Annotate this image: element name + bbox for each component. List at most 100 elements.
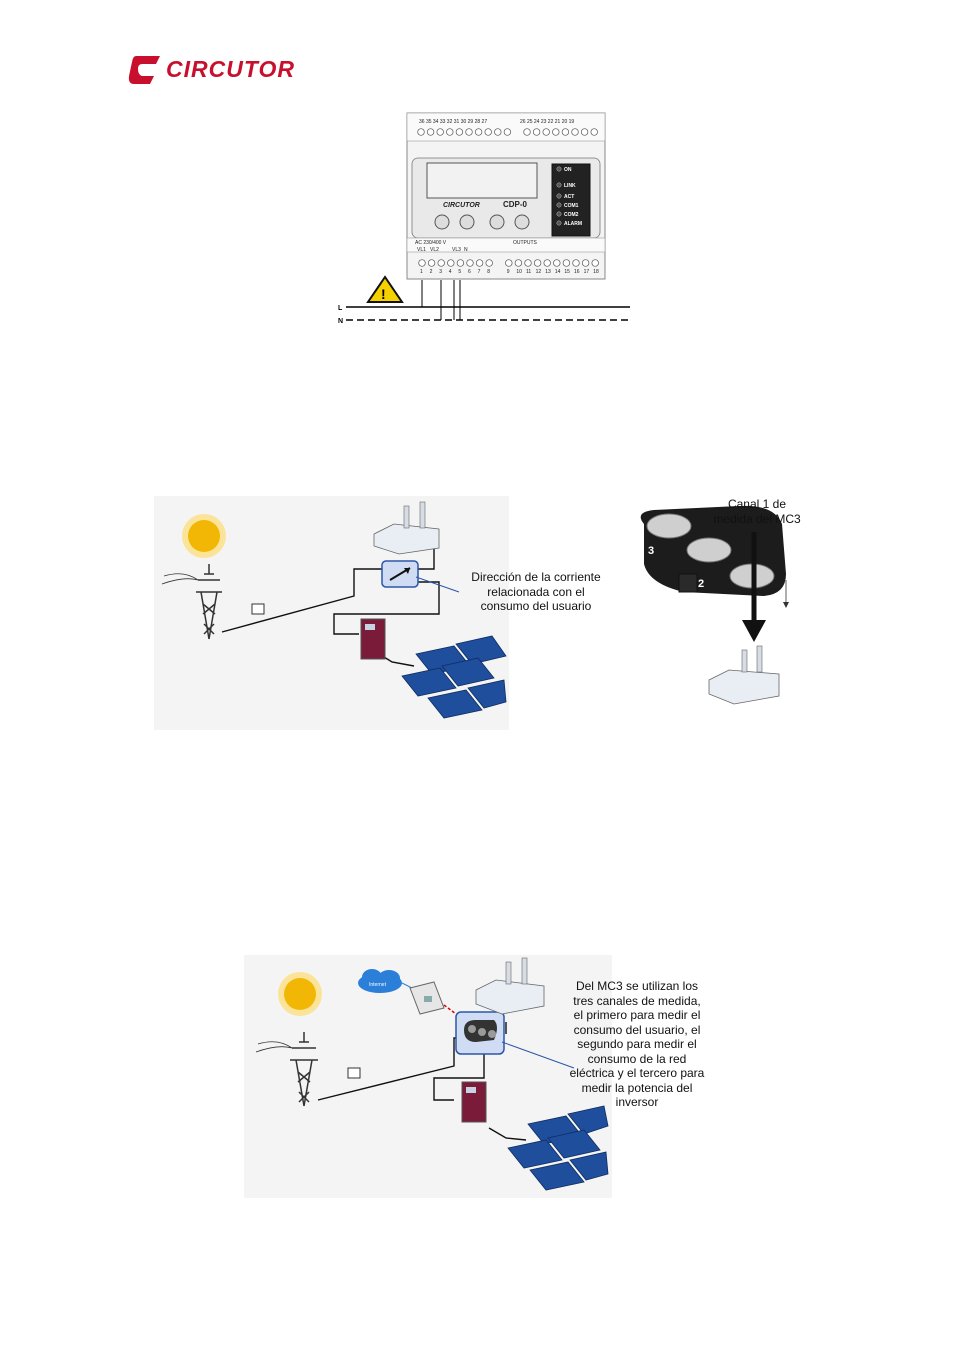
terminal-number: 4 xyxy=(449,269,452,275)
caption-line: Canal 1 de xyxy=(702,497,812,512)
terminal-screw-19 xyxy=(591,129,598,136)
voltage-label: VL2 xyxy=(430,247,439,253)
line-label-l: L xyxy=(338,305,343,312)
terminal-screw-14 xyxy=(554,260,561,267)
terminal-screw-5 xyxy=(457,260,464,267)
annotation-line: Del MC3 se utilizan los xyxy=(562,979,712,994)
annotation-line: relacionada con el xyxy=(446,585,626,600)
terminal-screw-24 xyxy=(543,129,550,136)
supply-label: AC 230/400 V xyxy=(415,240,447,246)
led-alarm xyxy=(557,221,561,225)
annotation-line: consumo del usuario xyxy=(446,599,626,614)
terminal-screw-23 xyxy=(553,129,560,136)
device-brand: CIRCUTOR xyxy=(443,202,480,209)
outputs-label: OUTPUTS xyxy=(513,240,538,246)
terminal-screw-27 xyxy=(504,129,511,136)
terminal-number: 9 xyxy=(507,269,510,275)
brand-name: CIRCUTOR xyxy=(166,56,295,83)
cloud-icon: Internet xyxy=(358,969,402,993)
terminal-screw-9 xyxy=(506,260,513,267)
terminal-screw-15 xyxy=(563,260,570,267)
terminal-number: 16 xyxy=(574,269,580,275)
terminal-screw-18 xyxy=(592,260,599,267)
inverter-icon xyxy=(462,1082,486,1122)
led-on xyxy=(557,167,561,171)
led-label: ACT xyxy=(564,194,574,200)
terminal-number: 7 xyxy=(478,269,481,275)
mc3-channels-annotation: Del MC3 se utilizan los tres canales de … xyxy=(562,979,712,1110)
annotation-line: consumo de la red xyxy=(562,1052,712,1067)
terminal-number: 15 xyxy=(564,269,570,275)
terminal-screw-21 xyxy=(572,129,579,136)
terminal-number: 10 xyxy=(516,269,522,275)
annotation-line: segundo para medir el xyxy=(562,1037,712,1052)
terminal-number: 5 xyxy=(458,269,461,275)
terminal-screw-36 xyxy=(418,129,425,136)
terminal-screw-2 xyxy=(428,260,435,267)
device-model: CDP-0 xyxy=(503,200,528,209)
terminal-number: 1 xyxy=(420,269,423,275)
cdp0-wiring-diagram: 36 35 34 33 32 31 30 29 28 27 26 25 24 2… xyxy=(330,110,640,330)
meter-icon xyxy=(348,1068,360,1078)
svg-text:26 25 24 23 22 21 20 19: 26 25 24 23 22 21 20 19 xyxy=(520,119,574,125)
terminal-screw-3 xyxy=(438,260,445,267)
led-label: COM1 xyxy=(564,203,579,209)
terminal-number: 12 xyxy=(536,269,542,275)
voltage-label: VL1 xyxy=(417,247,426,253)
terminal-screw-12 xyxy=(534,260,541,267)
cloud-label: Internet xyxy=(369,982,387,988)
figure-three-channel-installation: Internet xyxy=(244,950,714,1200)
mc3-channel-caption: Canal 1 de medida del MC3 xyxy=(702,497,812,526)
annotation-line: consumo del usuario, el xyxy=(562,1023,712,1038)
annotation-line: eléctrica y el tercero para xyxy=(562,1066,712,1081)
sun-icon xyxy=(278,972,322,1016)
terminal-screw-1 xyxy=(419,260,426,267)
terminal-screw-35 xyxy=(427,129,434,136)
terminal-number: 18 xyxy=(593,269,599,275)
terminal-screw-26 xyxy=(524,129,531,136)
caption-line: medida del MC3 xyxy=(702,512,812,527)
terminal-screw-7 xyxy=(476,260,483,267)
terminal-number: 13 xyxy=(545,269,551,275)
terminal-screw-17 xyxy=(582,260,589,267)
annotation-line: tres canales de medida, xyxy=(562,994,712,1009)
terminal-screw-20 xyxy=(581,129,588,136)
terminal-screw-33 xyxy=(447,129,454,136)
channel-number-1: 1 xyxy=(742,598,748,610)
terminal-screw-8 xyxy=(486,260,493,267)
terminal-number: 3 xyxy=(439,269,442,275)
meter-icon xyxy=(252,604,264,614)
annotation-line: medir la potencia del xyxy=(562,1081,712,1096)
led-label: ON xyxy=(564,167,572,173)
terminal-number: 17 xyxy=(584,269,590,275)
terminal-screw-16 xyxy=(573,260,580,267)
terminal-screw-22 xyxy=(562,129,569,136)
terminal-screw-28 xyxy=(495,129,502,136)
inverter-icon xyxy=(361,619,385,659)
led-act xyxy=(557,194,561,198)
annotation-line: Dirección de la corriente xyxy=(446,570,626,585)
terminal-screw-29 xyxy=(485,129,492,136)
led-link xyxy=(557,183,561,187)
led-com2 xyxy=(557,212,561,216)
voltage-label: VL3 xyxy=(452,247,461,253)
terminal-screw-11 xyxy=(525,260,532,267)
terminal-screw-31 xyxy=(466,129,473,136)
svg-text:!: ! xyxy=(381,286,386,302)
annotation-line: el primero para medir el xyxy=(562,1008,712,1023)
led-label: LINK xyxy=(564,183,576,189)
terminal-screw-30 xyxy=(475,129,482,136)
mc3-sensor-icon xyxy=(464,1020,497,1042)
channel-number-2: 2 xyxy=(698,578,704,590)
terminal-number: 11 xyxy=(526,269,531,275)
terminal-screw-34 xyxy=(437,129,444,136)
voltage-label: N xyxy=(464,247,468,253)
terminal-number: 6 xyxy=(468,269,471,275)
current-direction-annotation: Dirección de la corriente relacionada co… xyxy=(446,570,626,614)
terminal-screw-32 xyxy=(456,129,463,136)
terminal-screw-4 xyxy=(448,260,455,267)
annotation-line: inversor xyxy=(562,1095,712,1110)
terminal-number: 14 xyxy=(555,269,561,275)
svg-text:36 35 34 33 32 31 30 29 28 27: 36 35 34 33 32 31 30 29 28 27 xyxy=(419,119,487,125)
